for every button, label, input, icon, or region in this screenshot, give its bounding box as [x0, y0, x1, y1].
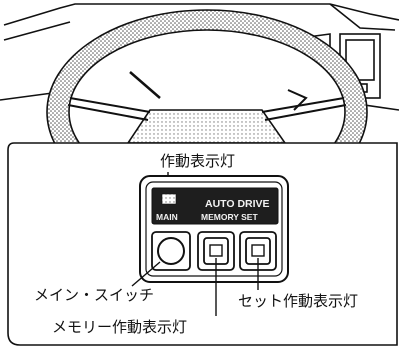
main-switch-label: メイン・スイッチ [34, 286, 154, 304]
main-switch-button[interactable] [157, 237, 185, 265]
set-indicator-label: セット作動表示灯 [238, 292, 358, 310]
cruise-control-panel: AUTO DRIVE MAIN MEMORY SET [139, 175, 289, 283]
memory-indicator-lamp [209, 244, 223, 257]
main-text: MAIN [156, 212, 178, 222]
dashboard-illustration [0, 3, 399, 143]
indicator-light [161, 193, 177, 205]
steering-wheel [46, 9, 368, 143]
memory-set-text: MEMORY SET [201, 212, 258, 222]
display-window [151, 187, 279, 225]
memory-indicator-label: メモリー作動表示灯 [52, 318, 187, 336]
set-indicator-lamp [251, 244, 265, 257]
indicator-light-label: 作動表示灯 [160, 152, 235, 170]
auto-drive-text: AUTO DRIVE [205, 198, 270, 210]
